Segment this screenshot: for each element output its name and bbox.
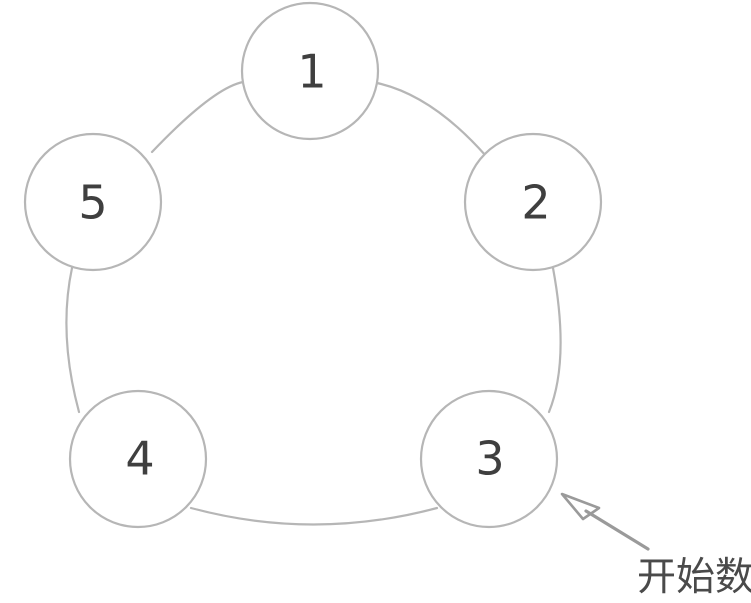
node-label-4: 4 [125, 432, 154, 486]
node-label-5: 5 [78, 176, 107, 230]
annotation-label: 开始数 [637, 555, 751, 600]
node-2[interactable]: 2 [463, 132, 603, 272]
annotation-arrow-head-icon [560, 492, 601, 521]
edge-3-to-4 [189, 506, 439, 526]
node-label-1: 1 [297, 45, 326, 99]
node-3[interactable]: 3 [419, 389, 559, 529]
edge-4-to-5 [65, 266, 81, 414]
node-label-3: 3 [475, 432, 504, 486]
node-circle-3[interactable] [419, 389, 559, 529]
start-annotation: 开始数 [560, 492, 751, 600]
edge-2-to-3 [547, 266, 562, 414]
node-circle-2[interactable] [463, 132, 603, 272]
node-label-2: 2 [521, 176, 550, 230]
node-circle-1[interactable] [240, 1, 380, 141]
node-5[interactable]: 5 [23, 132, 163, 272]
node-1[interactable]: 1 [240, 1, 380, 141]
node-circle-5[interactable] [23, 132, 163, 272]
edge-1-to-2 [375, 81, 488, 158]
node-4[interactable]: 4 [68, 389, 208, 529]
edge-5-to-1 [150, 80, 245, 154]
node-circle-4[interactable] [68, 389, 208, 529]
annotation-arrow-shaft [584, 509, 650, 551]
edge-group [65, 80, 562, 526]
node-group: 1 2 3 4 5 [23, 1, 603, 529]
